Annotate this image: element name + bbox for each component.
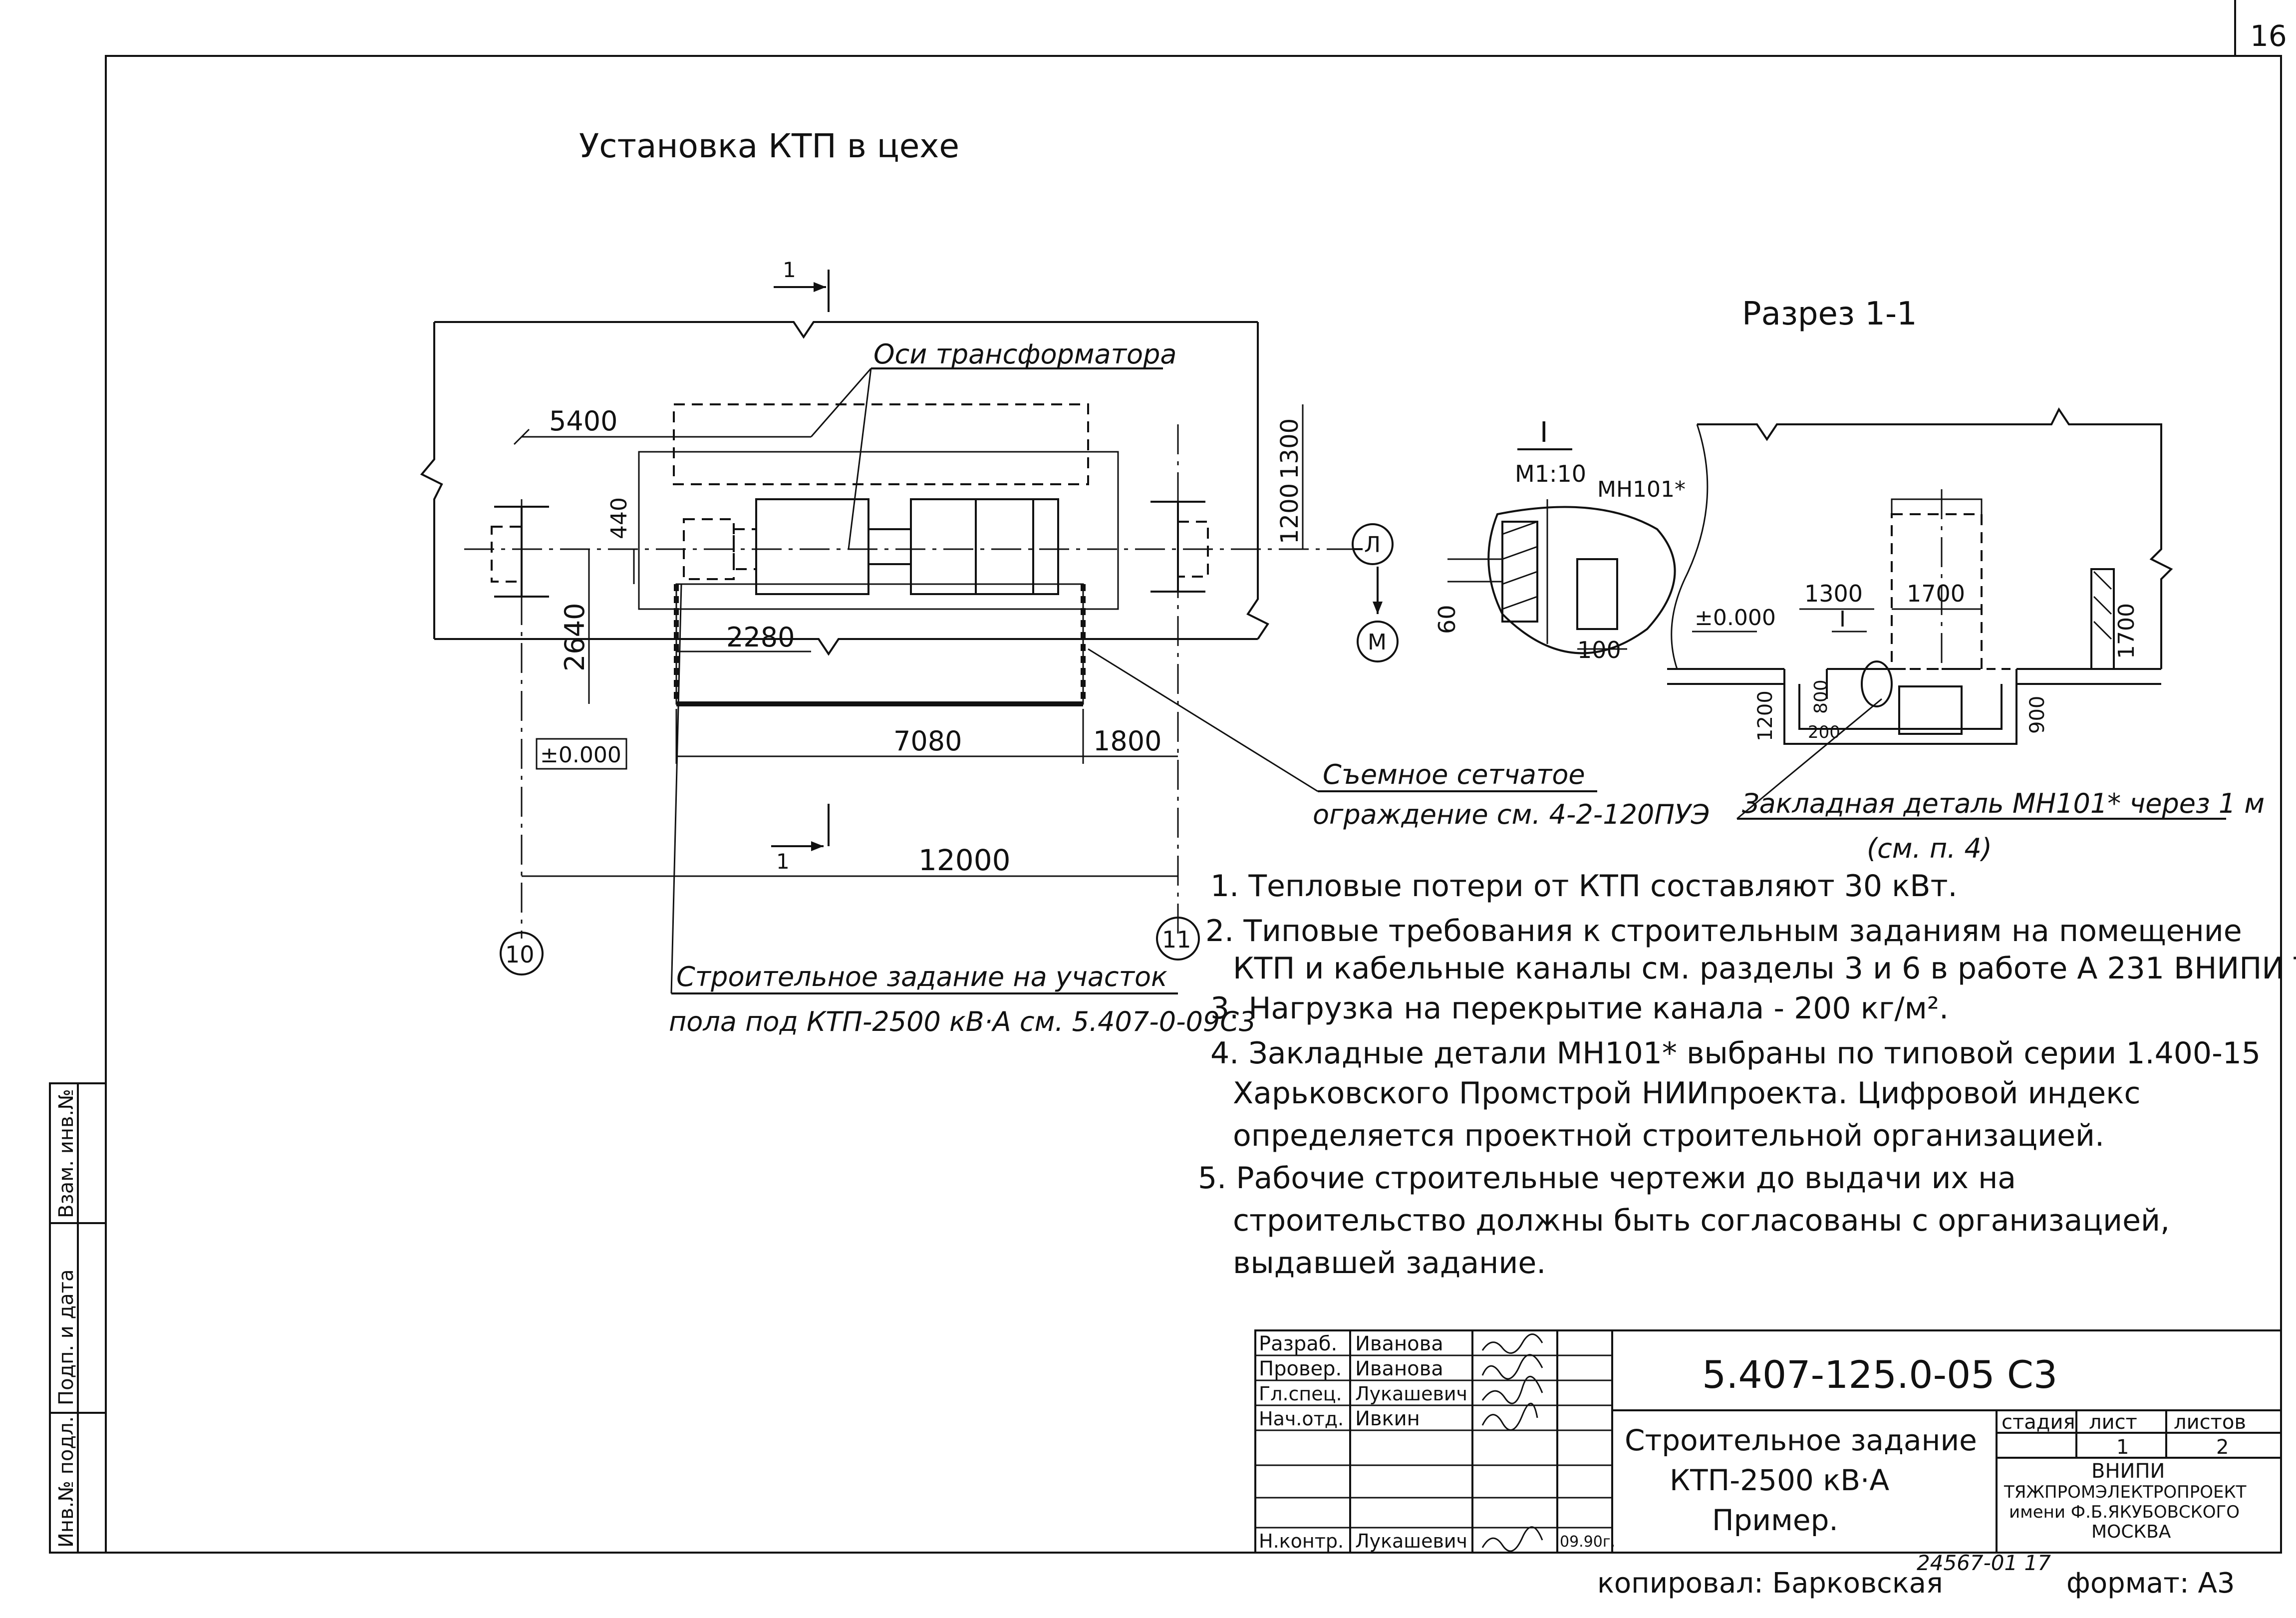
dim-440: 440 xyxy=(606,497,632,539)
sheet-value: 1 xyxy=(2116,1436,2129,1459)
org-line-1: ВНИПИ xyxy=(2091,1460,2165,1483)
note-4: 4. Закладные детали МН101* выбраны по ти… xyxy=(1210,1036,2261,1071)
format-label: формат: А3 xyxy=(2066,1567,2235,1600)
sec-dim-1700: 1700 xyxy=(1907,580,1965,607)
stamp-label-replace: Взам. инв.№ xyxy=(55,1089,78,1218)
dim-2640: 2640 xyxy=(559,603,590,671)
dim-12000: 12000 xyxy=(918,843,1011,877)
org-line-2: ТЯЖПРОМЭЛЕКТРОПРОЕКТ xyxy=(2004,1482,2247,1502)
sec-dim-1700-right: 1700 xyxy=(2114,603,2139,659)
name-3: Ивкин xyxy=(1355,1407,1420,1430)
stamp-label-sign: Подп. и дата xyxy=(55,1270,78,1405)
note-4-cont2: определяется проектной строительной орга… xyxy=(1233,1118,2104,1153)
axis-bubble-11: 11 xyxy=(1162,926,1191,953)
name-2: Лукашевич xyxy=(1355,1383,1467,1405)
dim-1300: 1300 xyxy=(1276,418,1304,479)
embed-note-line1: Закладная деталь МН101* через 1 м xyxy=(1742,788,2265,819)
description-line-2: КТП-2500 кВ·А xyxy=(1670,1463,1889,1497)
note-2-cont: КТП и кабельные каналы см. разделы 3 и 6… xyxy=(1233,951,2296,986)
name-1: Иванова xyxy=(1355,1357,1443,1380)
task-note-line2: пола под КТП-2500 кВ·А см. 5.407-0-09С3 xyxy=(669,1006,1256,1037)
role-4: Н.контр. xyxy=(1259,1530,1344,1552)
name-0: Иванова xyxy=(1355,1332,1443,1355)
ktp-plan-view: 1 1 5400 440 2640 2280 7080 1800 12000 xyxy=(420,258,1710,1037)
section-title: Разрез 1-1 xyxy=(1742,296,1917,332)
sheet-label: лист xyxy=(2089,1411,2137,1434)
sec-dim-800: 800 xyxy=(1811,679,1831,714)
signatures xyxy=(1481,1333,1543,1552)
org-line-4: МОСКВА xyxy=(2091,1522,2171,1542)
column-left xyxy=(491,506,549,598)
title-block: Разраб. Провер. Гл.спец. Нач.отд. Н.конт… xyxy=(1254,1329,2282,1554)
dim-60: 60 xyxy=(1434,605,1460,634)
sec-dim-1200: 1200 xyxy=(1754,690,1777,741)
note-5-cont1: строительство должны быть согласованы с … xyxy=(1233,1203,2170,1238)
date: 09.90г. xyxy=(1560,1533,1615,1551)
dim-100: 100 xyxy=(1577,637,1621,663)
description-line-1: Строительное задание xyxy=(1625,1423,1977,1457)
dim-2280: 2280 xyxy=(726,622,795,653)
sec-dim-1300: 1300 xyxy=(1804,580,1863,607)
section-1-1: Разрез 1-1 I М1:10 МН101* 60 100 xyxy=(1434,296,2265,864)
role-3: Нач.отд. xyxy=(1259,1408,1344,1430)
stage-label: стадия xyxy=(2002,1411,2075,1434)
general-notes: 1. Тепловые потери от КТП составляют 30 … xyxy=(1198,869,2296,1281)
note-4-cont1: Харьковского Промстрой НИИпроекта. Цифро… xyxy=(1233,1076,2140,1111)
name-4: Лукашевич xyxy=(1355,1530,1467,1552)
side-stamp: Инв.№ подл. Подп. и дата Взам. инв.№ xyxy=(49,1082,107,1554)
sheets-label: листов xyxy=(2174,1411,2246,1434)
sec-node-I: I xyxy=(1839,607,1846,632)
note-2: 2. Типовые требования к строительным зад… xyxy=(1205,914,2242,949)
sec-dim-200: 200 xyxy=(1808,722,1840,742)
plan-level-mark: ±0.000 xyxy=(540,742,621,768)
document-code: 5.407-125.0-05 С3 xyxy=(1702,1352,2057,1397)
task-note-line1: Строительное задание на участок xyxy=(676,961,1167,992)
section-mark-top: 1 xyxy=(774,258,830,312)
section-level-mark: ±0.000 xyxy=(1695,605,1776,631)
dim-1800: 1800 xyxy=(1093,725,1161,757)
embed-note-line2: (см. п. 4) xyxy=(1867,833,1992,864)
section-mark-bottom: 1 xyxy=(771,804,830,874)
fence-note-line2: ограждение см. 4-2-120ПУЭ xyxy=(1313,799,1710,830)
dim-5400: 5400 xyxy=(549,405,617,437)
svg-text:1: 1 xyxy=(776,849,790,874)
part-label: МН101* xyxy=(1597,477,1686,502)
stamp-label-inv: Инв.№ подл. xyxy=(55,1416,78,1548)
copied-by: копировал: Барковская xyxy=(1597,1567,1943,1600)
callout-transformer-axes: Оси трансформатора xyxy=(873,338,1176,370)
sheet-frame: 16 xyxy=(105,0,2287,1554)
description-line-3: Пример. xyxy=(1712,1503,1838,1537)
dim-1200: 1200 xyxy=(1276,483,1304,544)
drawing-title: Установка КТП в цехе xyxy=(579,127,959,165)
role-1: Провер. xyxy=(1259,1357,1342,1380)
axis-bubble-10: 10 xyxy=(505,941,535,968)
svg-text:1: 1 xyxy=(783,258,796,282)
sheet-code: 24567-01 17 xyxy=(1917,1551,2051,1575)
axis-bubble-m: М xyxy=(1368,630,1387,655)
role-0: Разраб. xyxy=(1259,1332,1337,1355)
role-2: Гл.спец. xyxy=(1259,1383,1342,1405)
dim-7080: 7080 xyxy=(893,725,962,757)
sheets-value: 2 xyxy=(2216,1436,2229,1459)
org-line-3: имени Ф.Б.ЯКУБОВСКОГО xyxy=(2009,1502,2240,1522)
sec-dim-900: 900 xyxy=(2026,696,2049,734)
note-1: 1. Тепловые потери от КТП составляют 30 … xyxy=(1210,869,1958,904)
node-label: I xyxy=(1540,416,1548,449)
column-right xyxy=(1150,501,1209,593)
note-5-cont2: выдавшей задание. xyxy=(1233,1246,1546,1281)
fence-note-line1: Съемное сетчатое xyxy=(1323,759,1585,790)
axis-bubble-l: Л xyxy=(1364,532,1381,558)
note-3: 3. Нагрузка на перекрытие канала - 200 к… xyxy=(1210,991,1949,1026)
sheet-number: 16 xyxy=(2250,19,2287,53)
node-scale: М1:10 xyxy=(1515,460,1586,487)
note-5: 5. Рабочие строительные чертежи до выдач… xyxy=(1198,1161,2016,1196)
